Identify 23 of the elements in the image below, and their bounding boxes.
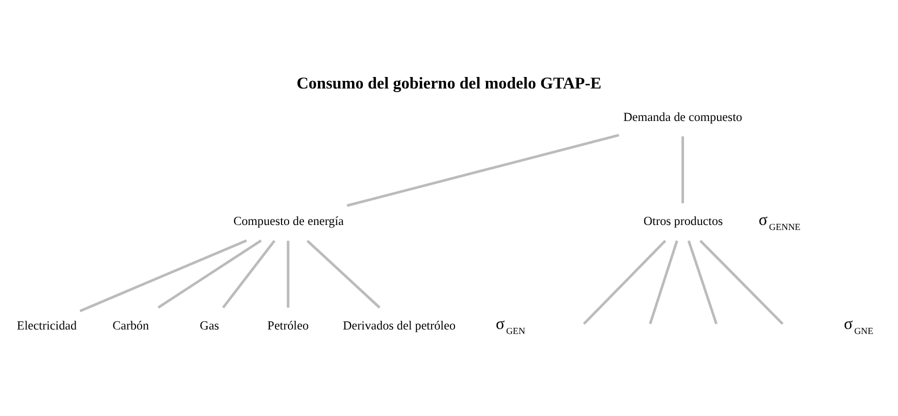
connector — [286, 240, 290, 308]
node-text: Demanda de compuesto — [623, 109, 742, 124]
label: σ$_{GNE}$ — [844, 314, 874, 337]
connector — [158, 238, 262, 308]
connector — [346, 133, 620, 206]
node-text: Compuesto de energía — [233, 214, 344, 228]
node-text: Petróleo — [267, 318, 309, 332]
connector — [222, 239, 276, 308]
diagram-title: Consumo del gobierno del modelo GTAP-E — [296, 72, 602, 92]
node-text: Derivados del petróleo — [342, 318, 456, 332]
connector — [681, 136, 684, 203]
node-text: Carbón — [112, 318, 149, 332]
connector — [699, 239, 784, 324]
connector — [648, 240, 678, 324]
node-text: Otros productos — [643, 214, 723, 228]
label: σ$_{GEN}$ — [496, 314, 526, 337]
connector — [687, 240, 718, 324]
node-text: Electricidad — [16, 318, 77, 332]
node-text: Gas — [200, 318, 220, 332]
connector — [582, 239, 666, 324]
connector — [79, 238, 248, 312]
label: σ$_{GENNE}$ — [758, 209, 800, 232]
connector — [306, 239, 380, 308]
